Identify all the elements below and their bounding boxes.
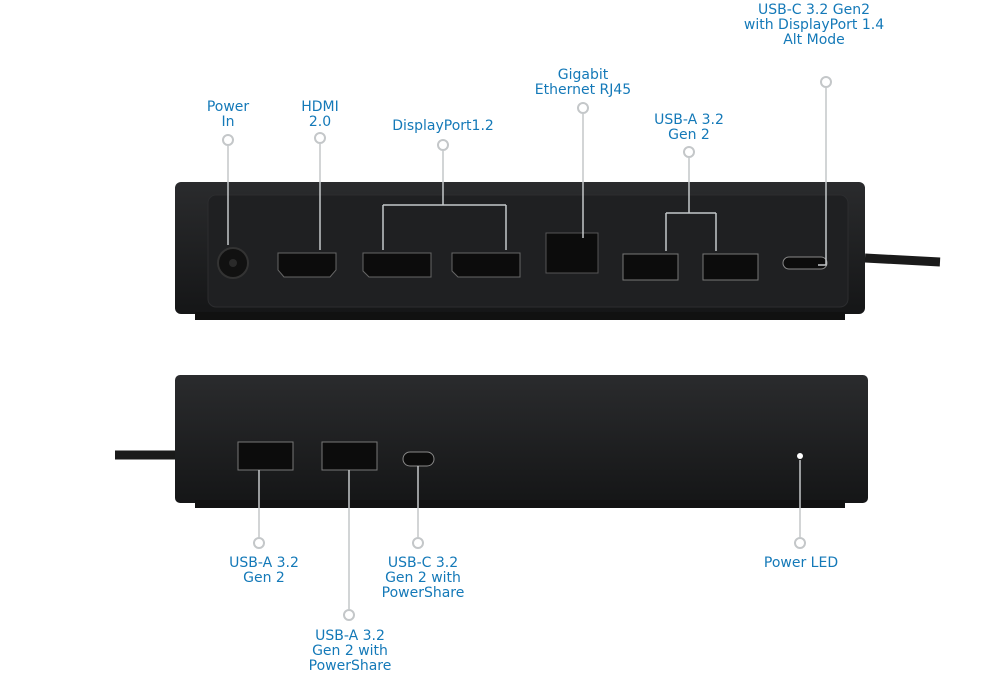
usb-a-port-2 — [702, 253, 759, 281]
ethernet-port — [545, 232, 599, 274]
dock-rear-view — [175, 182, 941, 320]
callout-lines — [227, 88, 827, 609]
displayport-2 — [451, 252, 521, 278]
power-cable — [864, 253, 941, 267]
label-power-led: Power LED — [763, 555, 839, 571]
usb-a-front-port — [237, 441, 294, 471]
power-led — [797, 453, 803, 459]
dock-front-view — [115, 375, 868, 508]
callout-circles — [222, 76, 832, 621]
usb-a-port-1 — [622, 253, 679, 281]
hdmi-port — [277, 252, 337, 278]
usb-c-port — [782, 256, 828, 270]
label-displayport: DisplayPort1.2 — [392, 118, 494, 134]
usb-a-powershare-port — [321, 441, 378, 471]
displayport-1 — [362, 252, 432, 278]
usb-c-powershare-port — [402, 451, 435, 467]
